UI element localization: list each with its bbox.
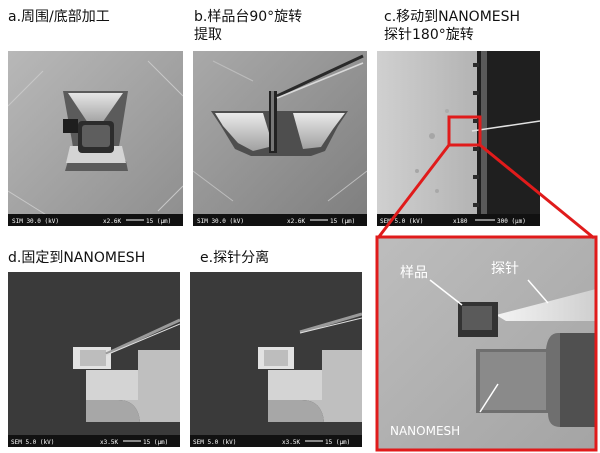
panel-e-micrograph: SEM 5.0 (kV) x3.5K 15 (μm) (190, 272, 362, 447)
panel-a-scale: 15 (μm) (146, 218, 171, 225)
caption-b-line-1: b.样品台90°旋转 (194, 9, 303, 25)
panel-e-mode: SEM 5.0 (kV) (193, 439, 236, 446)
panel-e-mag: x3.5K (282, 439, 300, 446)
panel-a-mode: SIM 30.0 (kV) (12, 218, 59, 225)
panel-b-scale: 15 (μm) (330, 218, 355, 225)
panel-c-mag: x180 (453, 218, 468, 225)
caption-c-line-1: c.移动到NANOMESH (384, 9, 521, 25)
panel-d-scale: 15 (μm) (143, 439, 168, 446)
caption-a: a.周围/底部加工 (8, 8, 110, 26)
panel-c-mode: SEM 5.0 (kV) (380, 218, 423, 225)
inset-label-nanomesh: NANOMESH (390, 424, 461, 438)
caption-c: c.移动到NANOMESH 探针180°旋转 (384, 8, 520, 44)
panel-b-micrograph: SIM 30.0 (kV) x2.6K 15 (μm) (193, 51, 367, 226)
panel-b-mode: SIM 30.0 (kV) (197, 218, 244, 225)
caption-b: b.样品台90°旋转 提取 (194, 8, 302, 44)
panel-e-scale: 15 (μm) (325, 439, 350, 446)
panel-a-micrograph: SIM 30.0 (kV) x2.6K 15 (μm) (8, 51, 183, 226)
caption-d: d.固定到NANOMESH (8, 249, 145, 267)
caption-b-line-2: 提取 (194, 27, 222, 43)
panel-b-mag: x2.6K (287, 218, 305, 225)
panel-d-mode: SEM 5.0 (kV) (11, 439, 54, 446)
panel-d-micrograph: SEM 5.0 (kV) x3.5K 15 (μm) (8, 272, 180, 447)
caption-c-line-2: 探针180°旋转 (384, 27, 474, 43)
caption-a-line-1: a.周围/底部加工 (8, 9, 110, 25)
caption-e-line-1: e.探针分离 (200, 250, 270, 266)
panel-d-mag: x3.5K (100, 439, 118, 446)
caption-d-line-1: d.固定到NANOMESH (8, 250, 146, 266)
caption-e: e.探针分离 (200, 249, 269, 267)
panel-c-scale: 300 (μm) (497, 218, 526, 225)
inset-label-sample: 样品 (400, 265, 428, 281)
panel-a-mag: x2.6K (103, 218, 121, 225)
inset-label-probe: 探针 (491, 261, 519, 277)
inset-nanomesh-shape (480, 352, 546, 410)
panel-c-micrograph: SEM 5.0 (kV) x180 300 (μm) (377, 51, 540, 226)
